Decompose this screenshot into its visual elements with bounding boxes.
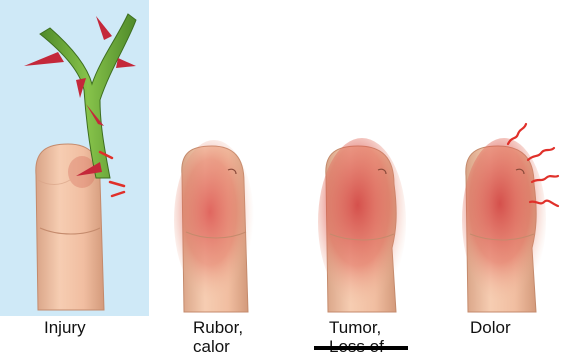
strike-bar [314, 346, 408, 350]
rubor-calor-panel [174, 140, 254, 312]
finger-icon [174, 140, 254, 312]
finger-icon [462, 138, 546, 312]
injury-panel [0, 0, 149, 316]
label-tumor-line-1: Tumor, [329, 318, 384, 337]
tumor-panel [318, 138, 406, 312]
label-dolor: Dolor [470, 318, 511, 337]
label-injury: Injury [44, 318, 86, 337]
dolor-panel [462, 124, 558, 312]
finger-icon [318, 138, 406, 312]
label-rubor-calor: Rubor, calor [193, 318, 243, 356]
label-dolor-line-1: Dolor [470, 318, 511, 337]
label-rubor-calor-line-1: Rubor, [193, 318, 243, 337]
label-tumor: Tumor, Loss of [329, 318, 384, 356]
label-injury-line-1: Injury [44, 318, 86, 337]
label-rubor-calor-line-2: calor [193, 337, 243, 356]
